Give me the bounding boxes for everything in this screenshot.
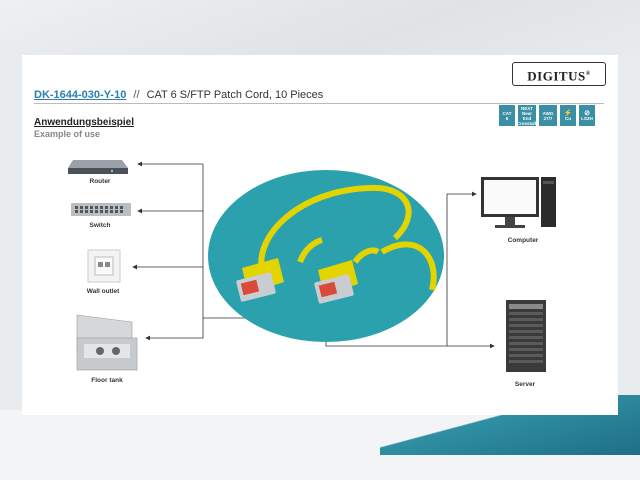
device-label-wall-outlet: Wall outlet [86,288,120,295]
logo-text: DIGITUS [527,68,586,84]
product-sku-link[interactable]: DK-1644-030-Y-10 [34,89,127,101]
cable-yellow-1 [258,184,412,271]
device-label-router: Router [89,178,111,185]
product-heading: DK-1644-030-Y-10 // CAT 6 S/FTP Patch Co… [34,89,323,101]
switch-icon [71,203,131,216]
heading-separator: // [133,89,140,101]
wall-outlet-icon [87,249,121,283]
device-label-switch: Switch [89,222,111,229]
pure-copper-badge-icon: ⚡Cu [560,105,576,126]
background-top [0,0,640,58]
patch-cable-illustration [208,170,444,342]
cable-yellow-2 [380,241,437,291]
section-title-en: Example of use [34,129,101,139]
rj45-connector-left-icon [236,258,284,302]
device-label-floor-tank: Floor tank [91,377,123,384]
teal-backdrop [208,170,444,342]
digitus-logo: DIGITUS® [512,62,606,86]
rj45-connector-right-icon [314,260,358,304]
router-icon [68,160,128,174]
floor-tank-icon [76,314,138,371]
computer-icon [481,177,556,228]
lszh-badge-icon: ⊘LSZH [579,105,595,126]
registered-mark: ® [585,71,591,77]
device-label-computer: Computer [507,237,539,244]
heading-divider [34,103,604,104]
server-icon [506,300,546,372]
product-name: CAT 6 S/FTP Patch Cord, 10 Pieces [146,89,324,101]
device-label-server: Server [514,381,536,388]
section-title-de: Anwendungsbeispiel [34,117,135,128]
